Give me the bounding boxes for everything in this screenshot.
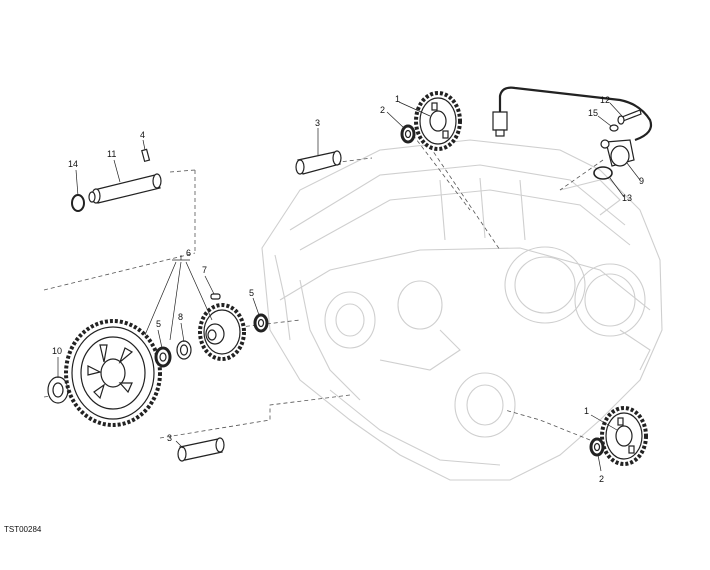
sprocket-part-1-bottom: [600, 406, 648, 466]
dowel-part-3-top: [295, 150, 342, 175]
callout-9: 9: [639, 176, 644, 186]
small-gear-assembly: [198, 303, 246, 361]
callout-7: 7: [202, 265, 207, 275]
bearing-part-2-top: [400, 124, 416, 144]
sprocket-part-1-top: [414, 91, 462, 151]
callout-5-left: 5: [156, 319, 161, 329]
callout-3-bottom: 3: [167, 433, 172, 443]
callout-14: 14: [68, 159, 78, 169]
callout-2-bottom: 2: [599, 474, 604, 484]
shaft-part-11: [88, 173, 162, 204]
callout-11: 11: [107, 149, 116, 159]
bearing-part-2-bottom: [589, 437, 605, 457]
callout-2-top: 2: [380, 105, 385, 115]
callout-15: 15: [588, 108, 598, 118]
spacer-part-8: [176, 340, 192, 360]
callout-6: 6: [186, 248, 191, 258]
bearing-part-5-right: [253, 313, 269, 333]
callout-labels: 10 14 11 4 6 7 8 5 5 3 3 2 1 12 15 9 13 …: [52, 94, 644, 484]
sensor-part-9: [600, 139, 635, 167]
callout-5-right: 5: [249, 288, 254, 298]
callout-4: 4: [140, 130, 145, 140]
dowel-part-3-bottom: [177, 437, 225, 462]
callout-10: 10: [52, 346, 62, 356]
screw-part-12: [617, 109, 642, 125]
callout-1-bottom: 1: [584, 406, 589, 416]
callout-12: 12: [600, 95, 610, 105]
circlip-part-14: [71, 194, 85, 212]
callout-8: 8: [178, 312, 183, 322]
callout-1-top: 1: [395, 94, 400, 104]
sensor-cable: [492, 86, 653, 142]
leader-lines: [57, 101, 641, 472]
crankcase-ghost: [261, 139, 663, 481]
pin-part-4: [141, 148, 151, 163]
callout-3-top: 3: [315, 118, 320, 128]
bearing-part-5-left: [154, 346, 172, 368]
oring-part-13: [593, 166, 613, 180]
large-gear-part-6: [64, 319, 162, 427]
callout-13: 13: [622, 193, 632, 203]
drawing-code: TST00284: [4, 525, 42, 534]
washer-part-15: [609, 124, 619, 132]
key-part-7: [210, 293, 221, 300]
